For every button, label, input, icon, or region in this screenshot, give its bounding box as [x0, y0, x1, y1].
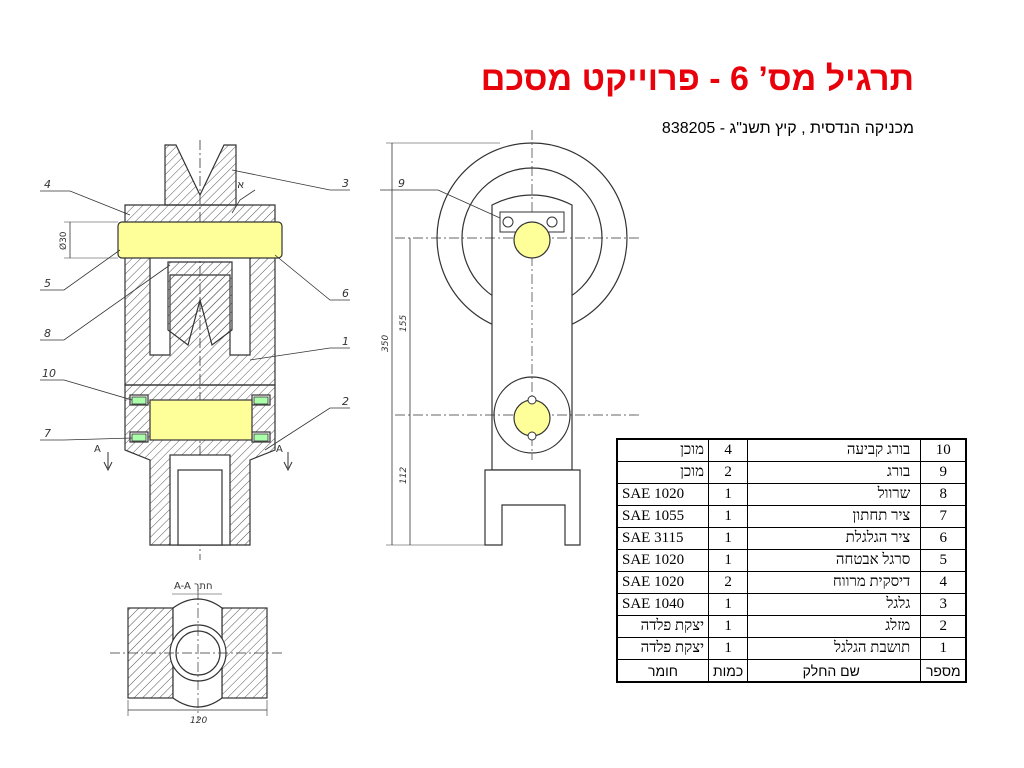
- table-cell-material: מוכן: [616, 461, 709, 484]
- table-cell-name: שרוול: [747, 483, 922, 506]
- table-header-num: מספר: [920, 659, 967, 683]
- dim-section-width: 120: [190, 716, 207, 726]
- dim-upper-height: 155: [399, 315, 409, 332]
- table-cell-name: מזלג: [747, 615, 922, 638]
- dim-lower-height: 112: [399, 467, 409, 484]
- dim-overall-height: 350: [381, 335, 391, 352]
- table-cell-num: 3: [920, 593, 967, 616]
- side-dimensions: [380, 142, 501, 546]
- table-cell-material: SAE 1020: [616, 571, 709, 594]
- callout-5: 5: [44, 277, 51, 290]
- callout-9: 9: [398, 177, 405, 190]
- table-cell-qty: 1: [707, 615, 749, 638]
- front-section-view: [64, 140, 276, 560]
- table-cell-material: SAE 1020: [616, 549, 709, 572]
- callout-3: 3: [342, 177, 349, 190]
- callout-10: 10: [42, 367, 56, 380]
- slide-title: תרגיל מס’ 6 - פרוייקט מסכם: [480, 60, 914, 98]
- section-mark-left: A: [94, 444, 101, 455]
- table-cell-name: ציר תחתון: [747, 505, 922, 528]
- side-bolts: [502, 216, 558, 441]
- upper-shaft-highlight: [117, 221, 283, 259]
- table-cell-qty: 1: [707, 637, 749, 660]
- callout-8: 8: [44, 327, 51, 340]
- table-cell-name: ציר הגלגלת: [747, 527, 922, 550]
- table-cell-num: 7: [920, 505, 967, 528]
- table-cell-num: 1: [920, 637, 967, 660]
- side-view: [395, 130, 640, 546]
- table-cell-num: 6: [920, 527, 967, 550]
- callout-6: 6: [342, 287, 349, 300]
- callout-7: 7: [44, 427, 51, 440]
- table-cell-num: 5: [920, 549, 967, 572]
- side-lower-shaft-highlight: [513, 399, 551, 437]
- table-cell-qty: 1: [707, 483, 749, 506]
- table-cell-qty: 1: [707, 549, 749, 572]
- spacer-ring: [253, 433, 269, 442]
- section-mark-right: A: [276, 444, 283, 455]
- table-cell-material: יצקת פלדה: [616, 615, 709, 638]
- lower-shaft-highlight: [149, 399, 253, 441]
- table-cell-num: 4: [920, 571, 967, 594]
- table-cell-material: יצקת פלדה: [616, 637, 709, 660]
- table-cell-material: מוכן: [616, 438, 709, 462]
- table-cell-qty: 4: [707, 438, 749, 462]
- table-cell-num: 10: [920, 438, 967, 462]
- table-cell-num: 2: [920, 615, 967, 638]
- table-cell-qty: 1: [707, 527, 749, 550]
- table-header-material: חומר: [616, 659, 709, 683]
- section-markers: [103, 452, 293, 472]
- table-cell-material: SAE 1020: [616, 483, 709, 506]
- table-cell-qty: 1: [707, 593, 749, 616]
- table-cell-num: 9: [920, 461, 967, 484]
- callout-1: 1: [342, 335, 349, 348]
- slide-subtitle: מכניקה הנדסית , קיץ תשנ"ג - 838205: [661, 120, 914, 137]
- callout-aleph: א: [237, 178, 244, 191]
- table-cell-name: בורג קביעה: [747, 438, 922, 462]
- callout-4: 4: [44, 178, 51, 191]
- table-header-name: שם החלק: [747, 659, 922, 683]
- table-cell-qty: 2: [707, 571, 749, 594]
- table-cell-qty: 1: [707, 505, 749, 528]
- table-cell-name: תושבת הגלגל: [747, 637, 922, 660]
- dim-shaft-diameter: Ø30: [58, 231, 69, 250]
- table-cell-qty: 2: [707, 461, 749, 484]
- section-a-a-view: [110, 590, 285, 720]
- table-cell-material: SAE 1055: [616, 505, 709, 528]
- table-cell-name: בורג: [747, 461, 922, 484]
- table-cell-name: גלגל: [747, 593, 922, 616]
- table-cell-material: SAE 1040: [616, 593, 709, 616]
- spacer-ring: [131, 433, 147, 442]
- table-header-qty: כמות: [707, 659, 749, 683]
- spacer-ring: [253, 396, 269, 405]
- table-cell-num: 8: [920, 483, 967, 506]
- spacer-ring: [131, 396, 147, 405]
- table-cell-name: סרגל אבטחה: [747, 549, 922, 572]
- table-cell-name: דיסקית מרווח: [747, 571, 922, 594]
- table-cell-material: SAE 3115: [616, 527, 709, 550]
- side-upper-shaft-highlight: [513, 221, 551, 259]
- callout-2: 2: [342, 395, 349, 408]
- leader-lines: [40, 169, 350, 451]
- section-title: A-A חתך: [174, 581, 213, 592]
